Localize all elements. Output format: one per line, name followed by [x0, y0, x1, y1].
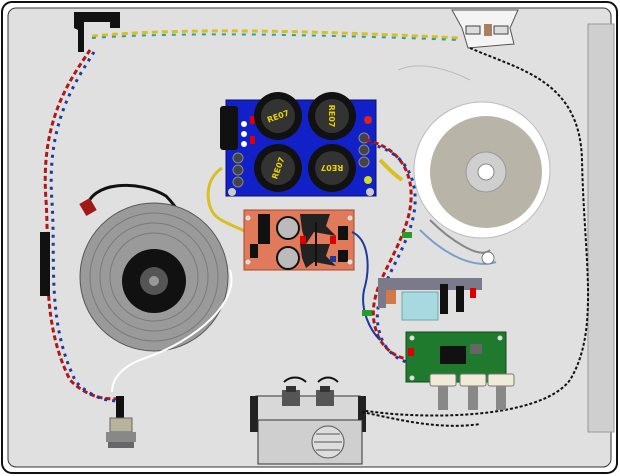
power-supply-board: RE07 RE07 RE07 RE07 [220, 92, 377, 197]
power-switch [106, 396, 136, 448]
capacitor: RE07 [254, 144, 302, 192]
speaker [413, 101, 551, 239]
potentiometer [459, 373, 487, 410]
toroidal-transformer [79, 202, 229, 352]
fuse-holder [40, 232, 50, 296]
capacitor-label: RE07 [321, 163, 344, 172]
capacitor: RE07 [254, 92, 302, 140]
potentiometer [429, 373, 457, 410]
mains-socket [74, 12, 120, 52]
capacitor: RE07 [308, 144, 356, 192]
amplifier-board [243, 209, 355, 271]
side-panel [587, 23, 615, 433]
potentiometer [487, 373, 515, 410]
capacitor: RE07 [308, 92, 356, 140]
output-stage [378, 278, 482, 321]
output-terminal-block [250, 376, 366, 465]
input-connector [451, 9, 519, 49]
capacitor-label: RE07 [327, 105, 336, 128]
